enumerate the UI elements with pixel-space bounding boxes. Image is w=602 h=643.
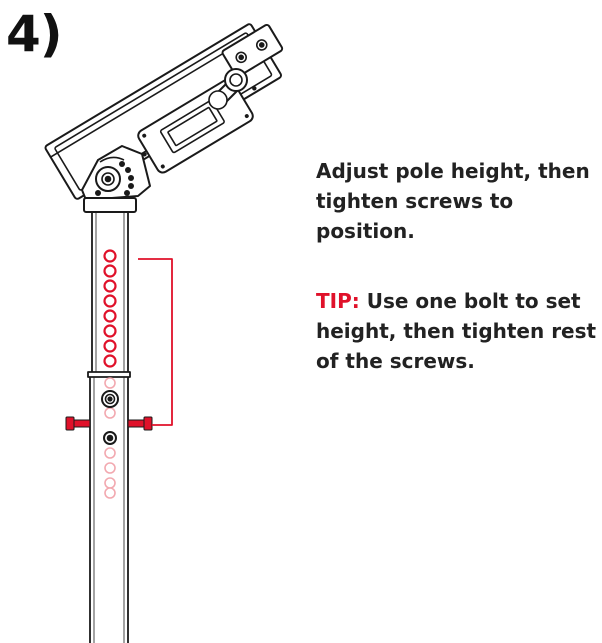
set-screw-right xyxy=(127,416,153,431)
tip-text: TIP: Use one bolt to set height, then ti… xyxy=(316,286,600,376)
upper-tube xyxy=(91,212,129,372)
tip-body: Use one bolt to set height, then tighten… xyxy=(316,289,597,373)
bolt-upper xyxy=(101,390,119,408)
adjustment-holes xyxy=(103,249,117,368)
step-number: 4) xyxy=(6,5,63,63)
instruction-text: Adjust pole height, then tighten screws … xyxy=(316,159,590,243)
mounting-plate xyxy=(221,23,284,78)
hidden-holes xyxy=(104,377,116,499)
tip-label: TIP: xyxy=(316,289,360,313)
bolt-lower xyxy=(103,431,117,445)
height-range-bracket xyxy=(138,258,173,426)
swivel-arm xyxy=(208,68,248,110)
pole-collar xyxy=(83,197,137,213)
set-screw-left xyxy=(65,416,91,431)
